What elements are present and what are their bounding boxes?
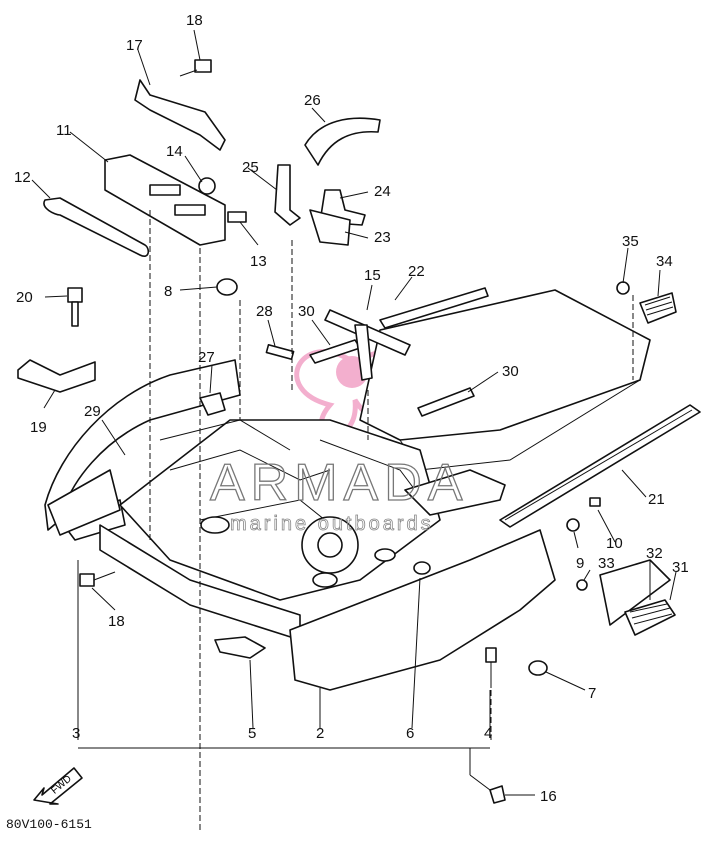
part-bolt-18-bottom	[79, 571, 116, 587]
callout-31: 31	[672, 559, 689, 576]
part-bracket-17	[134, 79, 226, 151]
callout-22: 22	[408, 263, 425, 280]
callout-6: 6	[406, 725, 414, 742]
part-grommet-8	[216, 278, 238, 296]
callout-9: 9	[576, 555, 584, 572]
part-cross-15	[324, 309, 411, 381]
callout-5: 5	[248, 725, 256, 742]
part-clip-5	[214, 636, 266, 659]
part-grille-31-32	[624, 599, 676, 636]
callout-32: 32	[646, 545, 663, 562]
callout-35: 35	[622, 233, 639, 250]
callout-19: 19	[30, 419, 47, 436]
part-cap-35	[616, 281, 630, 295]
callout-21: 21	[648, 491, 665, 508]
leader-lines	[31, 29, 677, 830]
forward-arrow-icon: FWD	[33, 767, 83, 805]
callout-8: 8	[164, 283, 172, 300]
callout-29: 29	[84, 403, 101, 420]
callout-34: 34	[656, 253, 673, 270]
part-bolt-10-9	[566, 497, 601, 532]
part-bolt-4	[485, 647, 497, 688]
callout-15: 15	[364, 267, 381, 284]
part-cap-6	[413, 561, 431, 575]
callout-26: 26	[304, 92, 321, 109]
part-bumper-19	[17, 359, 96, 393]
part-grille-34	[639, 292, 677, 324]
callout-2: 2	[316, 725, 324, 742]
callout-27: 27	[198, 349, 215, 366]
callout-20: 20	[16, 289, 33, 306]
watermark-brand: ARMADA	[210, 454, 468, 512]
callout-13: 13	[250, 253, 267, 270]
callout-12: 12	[14, 169, 31, 186]
part-bolt-20	[67, 287, 83, 327]
part-handle-26	[304, 117, 381, 166]
callout-28: 28	[256, 303, 273, 320]
part-nut-33	[576, 579, 588, 591]
part-bolt-18-top	[179, 59, 212, 77]
part-grommet-7	[528, 660, 548, 676]
part-label-13	[227, 211, 247, 223]
callout-25: 25	[242, 159, 259, 176]
part-trim-21	[499, 404, 701, 528]
part-strip-28	[265, 343, 295, 361]
callout-7: 7	[588, 685, 596, 702]
part-block-24-23	[309, 189, 366, 246]
part-pad-27	[199, 392, 226, 416]
callout-14: 14	[166, 143, 183, 160]
part-plate-11	[104, 154, 226, 246]
part-rod-22	[379, 287, 489, 329]
callout-30b: 30	[502, 363, 519, 380]
callout-17: 17	[126, 37, 143, 54]
callout-30a: 30	[298, 303, 315, 320]
callout-18-top: 18	[186, 12, 203, 29]
callout-33: 33	[598, 555, 615, 572]
part-bracket-25	[274, 164, 301, 226]
callout-24: 24	[374, 183, 391, 200]
part-strip-30b	[417, 387, 475, 417]
callout-3: 3	[72, 725, 80, 742]
callout-23: 23	[374, 229, 391, 246]
callout-4: 4	[484, 725, 492, 742]
callout-11: 11	[56, 122, 72, 139]
callout-labels: 18 17 26 14 11 25 24 12 23 13 15 22 35 3…	[14, 12, 689, 805]
part-nut-14	[198, 177, 216, 195]
part-cap-16	[489, 785, 506, 804]
callout-16: 16	[540, 788, 557, 805]
callout-10: 10	[606, 535, 623, 552]
callout-18-bottom: 18	[108, 613, 125, 630]
watermark-tagline: marine outboards	[230, 513, 434, 535]
diagram-code: 80V100-6151	[6, 817, 92, 832]
part-rail-12	[43, 197, 150, 257]
